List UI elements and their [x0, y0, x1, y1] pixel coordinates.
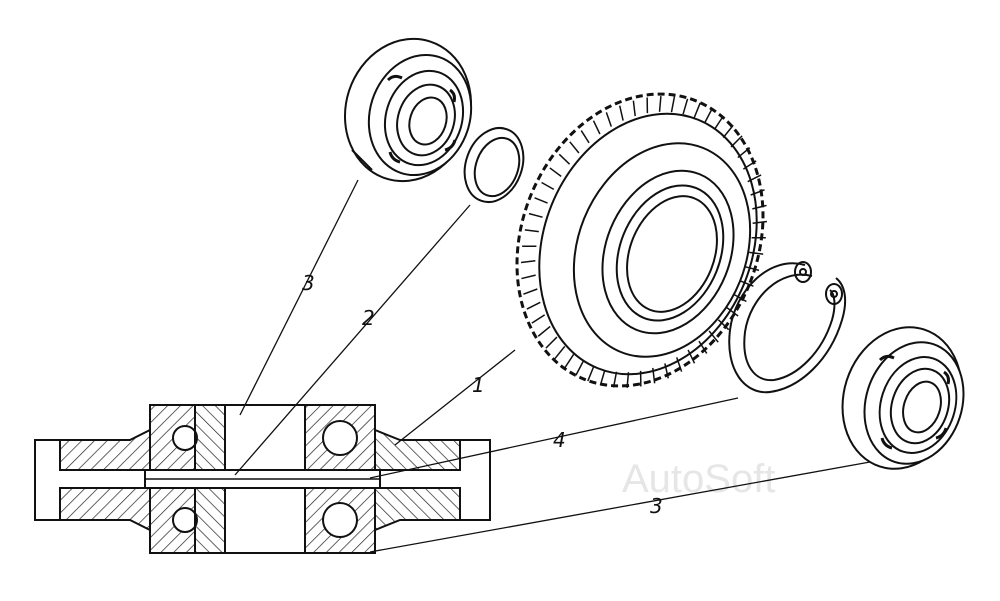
callout-3-bottom: 3 — [650, 494, 663, 518]
callout-3-top: 3 — [302, 271, 315, 295]
gear — [474, 57, 805, 424]
watermark: AutoSoft — [622, 457, 775, 501]
callout-4: 4 — [553, 428, 566, 452]
callout-2: 2 — [362, 306, 375, 330]
assembly-section-view — [35, 405, 490, 553]
ball-bearing-right — [825, 312, 980, 485]
callout-1: 1 — [472, 373, 485, 397]
